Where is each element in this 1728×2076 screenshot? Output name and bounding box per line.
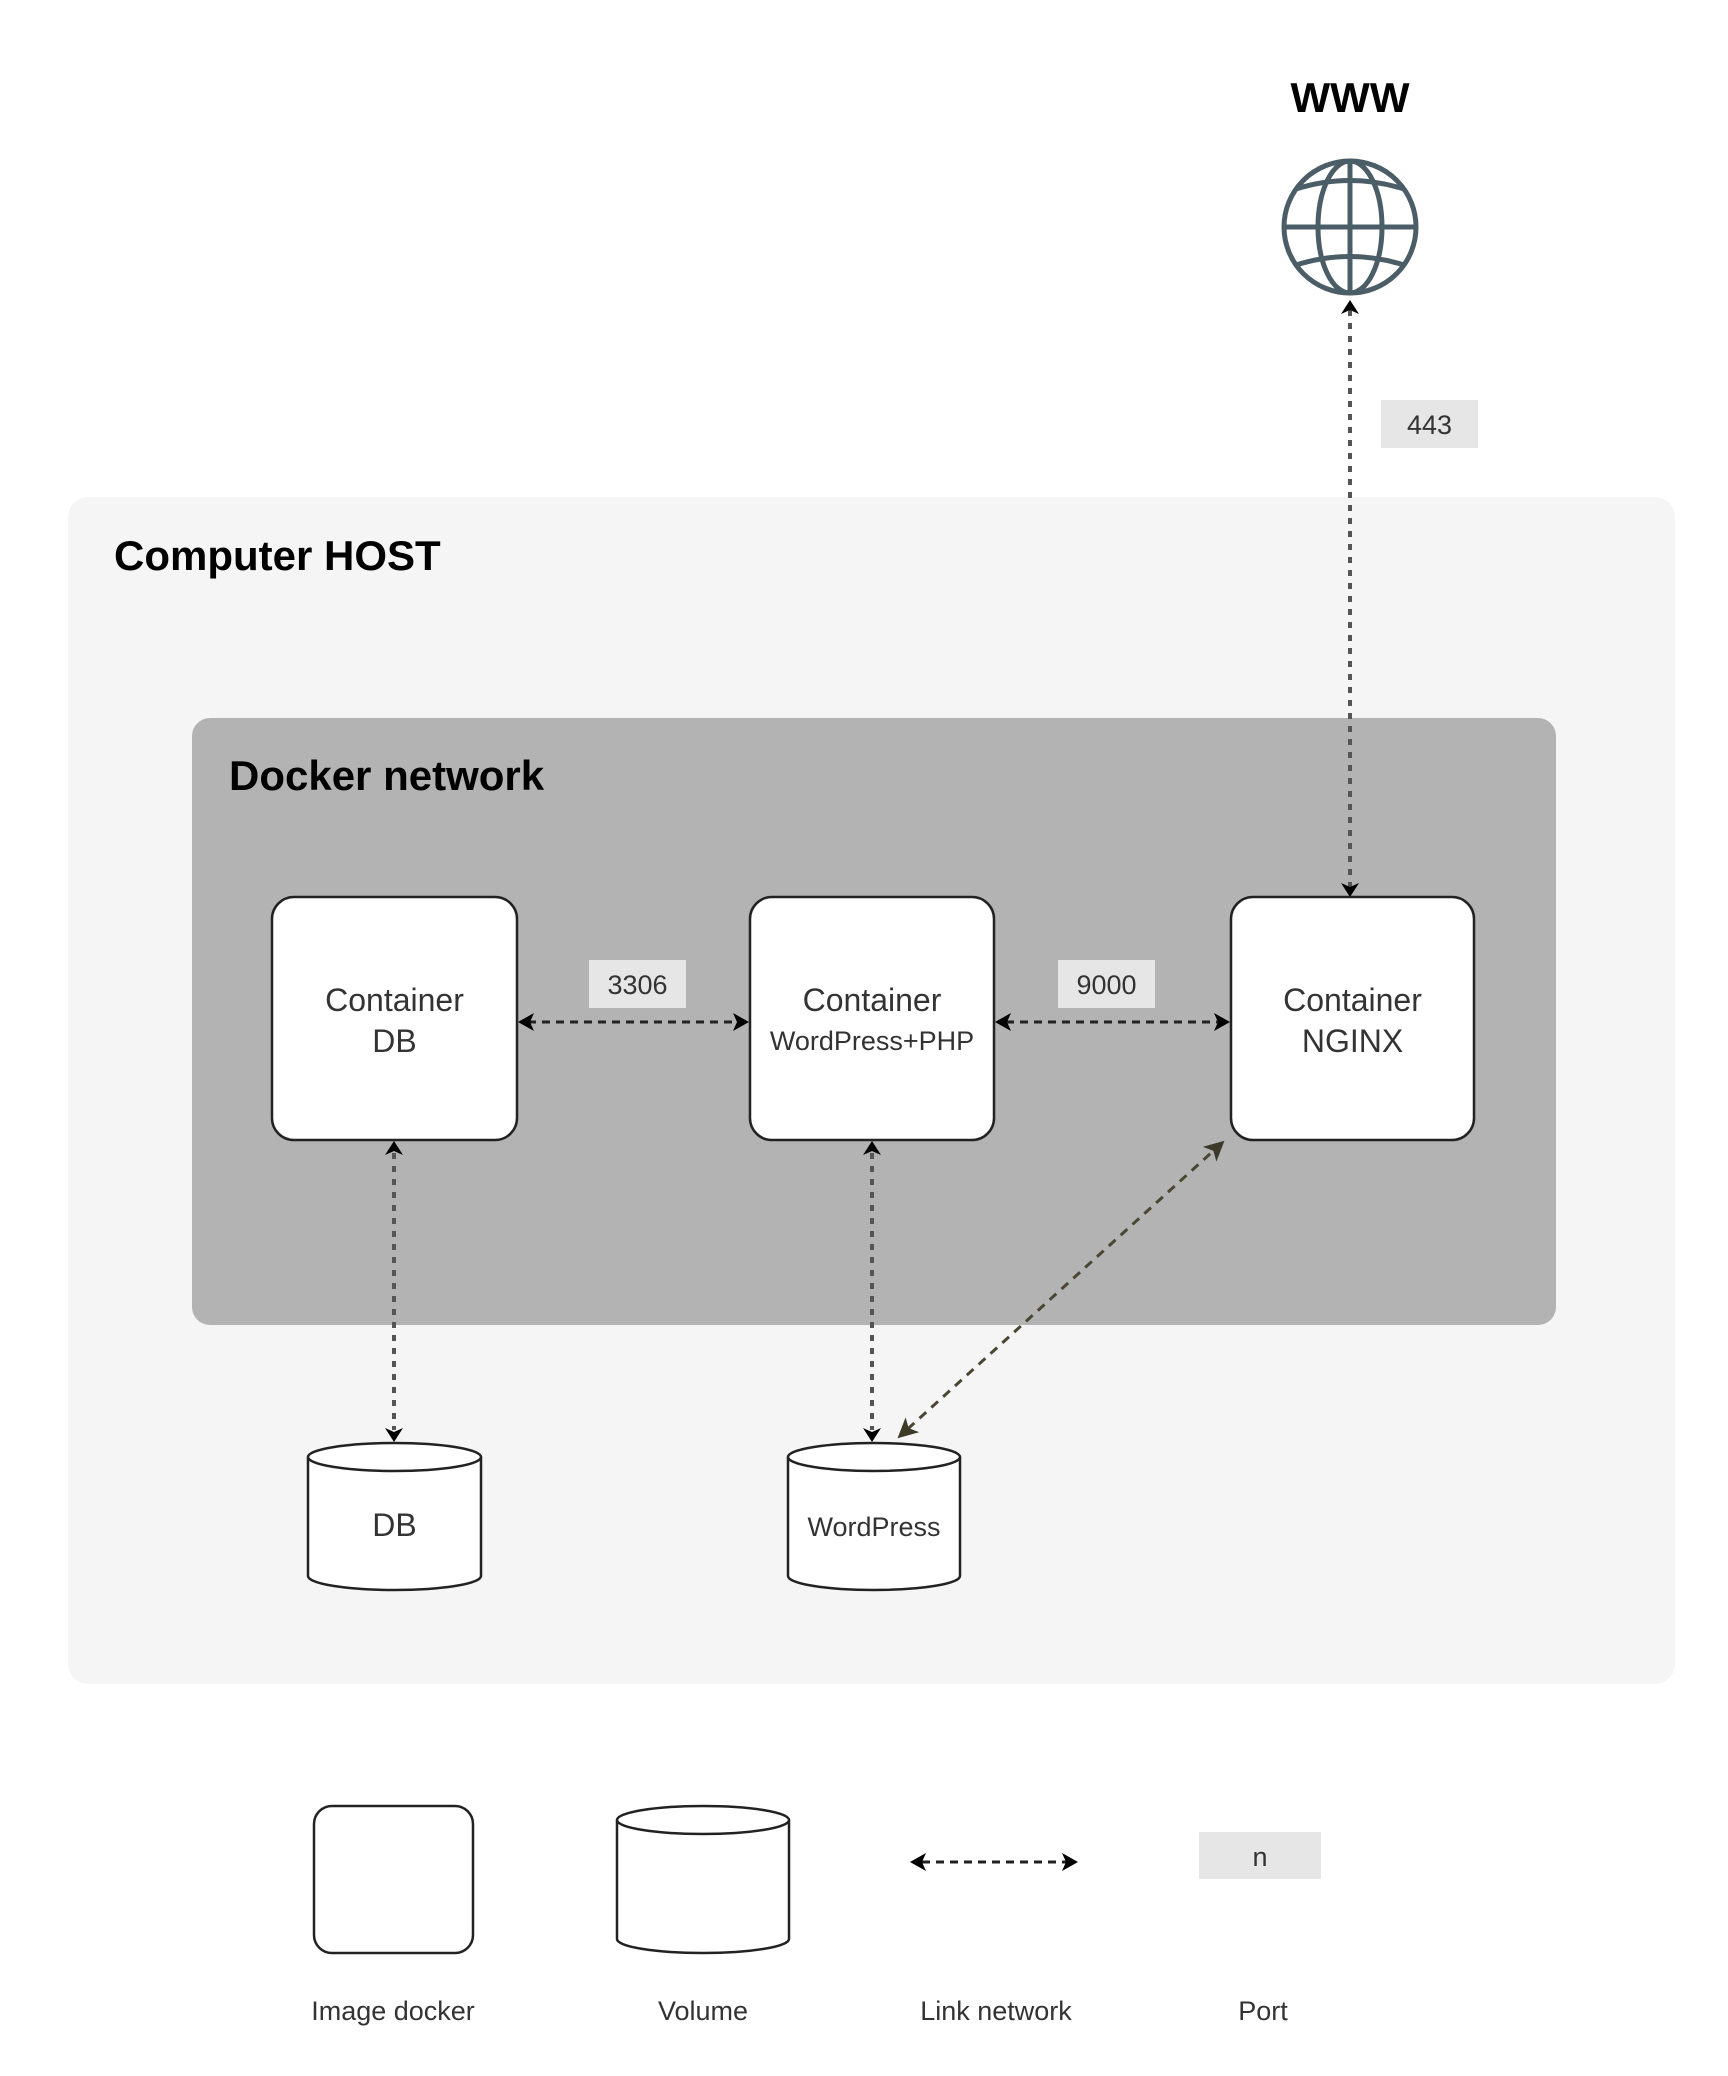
port-badge-3306 [589, 960, 686, 1008]
container-wordpress-subtitle: WordPress+PHP [770, 1026, 974, 1056]
volume-db[interactable]: DB [306, 1441, 483, 1592]
arrowhead-left [995, 1013, 1011, 1031]
container-nginx[interactable]: Container NGINX [1229, 895, 1476, 1142]
arrowhead-right [733, 1013, 749, 1031]
container-nginx-subtitle: NGINX [1302, 1023, 1403, 1059]
globe-icon [1281, 158, 1419, 296]
container-db[interactable]: Container DB [270, 895, 519, 1142]
arrowhead-down [863, 1428, 881, 1442]
legend: Image docker Volume Link network n Port [311, 1804, 1321, 2026]
legend-item-volume: Volume [615, 1804, 791, 2026]
link-nginx-wordpress-volume [897, 1140, 1225, 1439]
port-badge-443 [1381, 400, 1478, 448]
arrowhead-down [1341, 883, 1359, 897]
legend-item-port: n Port [1199, 1832, 1321, 2026]
arrowhead-down [385, 1428, 403, 1442]
computer-host-title: Computer HOST [114, 532, 441, 579]
legend-volume-label: Volume [658, 1996, 748, 2026]
container-db-title: Container [325, 982, 464, 1018]
arrowhead-up [385, 1141, 403, 1155]
container-wordpress-title: Container [803, 982, 942, 1018]
legend-link-network-label: Link network [920, 1996, 1072, 2026]
port-badge-9000 [1058, 960, 1155, 1008]
port-9000-label: 9000 [1076, 970, 1136, 1000]
legend-volume-swatch [615, 1820, 791, 1955]
volume-wordpress[interactable]: WordPress [786, 1441, 962, 1592]
arrowhead-right [1214, 1013, 1230, 1031]
arrowhead-up [863, 1141, 881, 1155]
www-label: WWW [1291, 74, 1410, 121]
legend-item-image-docker: Image docker [311, 1804, 475, 2026]
arrowhead-right [1062, 1853, 1078, 1871]
legend-image-docker-swatch [312, 1804, 475, 1955]
legend-port-label: Port [1238, 1996, 1288, 2026]
docker-network-title: Docker network [229, 752, 545, 799]
arrowhead-left [910, 1853, 926, 1871]
legend-port-swatch [1199, 1832, 1321, 1879]
container-db-subtitle: DB [372, 1023, 416, 1059]
volume-db-label: DB [372, 1507, 416, 1543]
container-nginx-title: Container [1283, 982, 1422, 1018]
legend-item-link-network: Link network [910, 1853, 1078, 2026]
port-3306-label: 3306 [607, 970, 667, 1000]
legend-image-docker-label: Image docker [311, 1996, 475, 2026]
arrowhead-left [518, 1013, 534, 1031]
legend-port-sample: n [1252, 1842, 1267, 1872]
arrowhead-up [1341, 300, 1359, 314]
container-wordpress-php[interactable]: Container WordPress+PHP [748, 895, 996, 1142]
volume-wordpress-label: WordPress [807, 1512, 940, 1542]
port-443-label: 443 [1407, 410, 1452, 440]
